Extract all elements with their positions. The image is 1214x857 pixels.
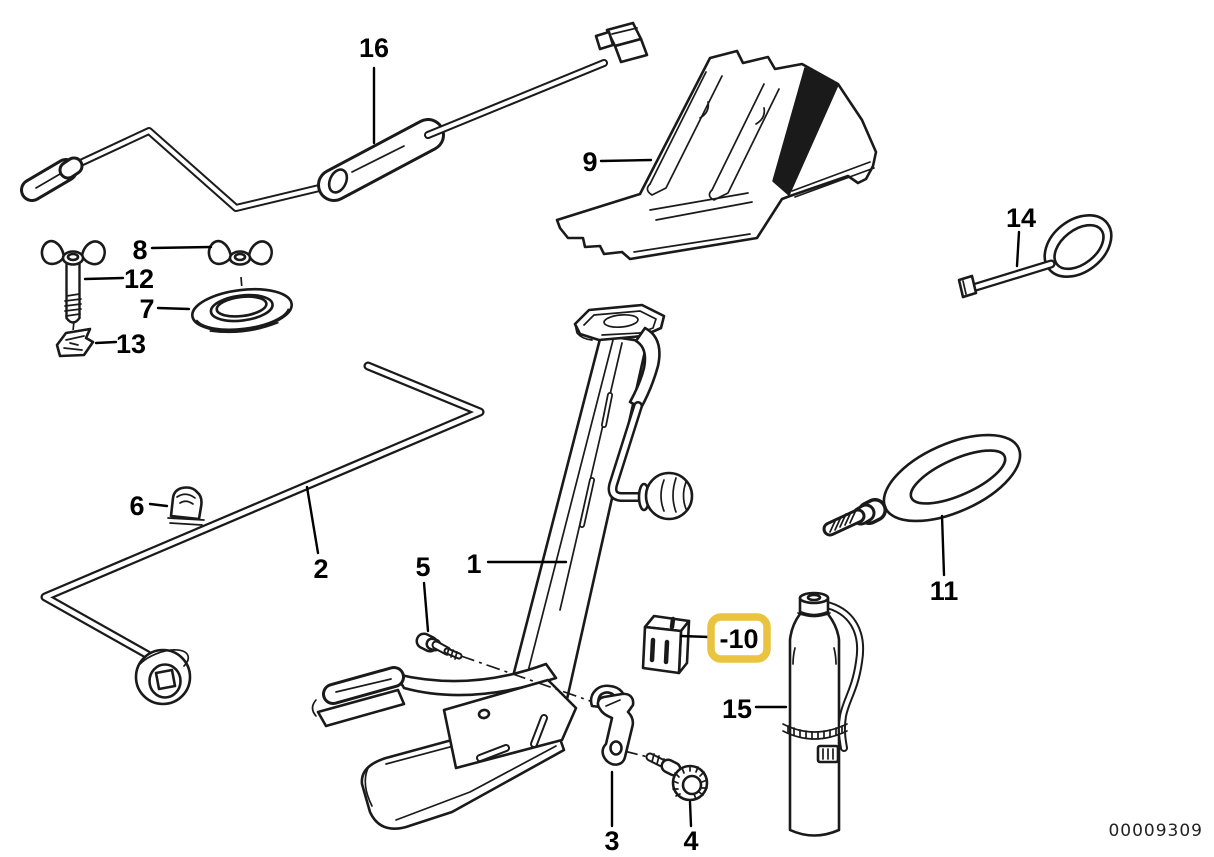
leader-6 [148,502,169,508]
part-3-hook-bracket [589,684,635,766]
callout-leaders [83,66,1021,828]
part-4-knurled-screw [645,752,709,802]
part-1-jack [311,303,694,830]
part-16-crank-handle [20,21,649,212]
callout-2[interactable]: 2 [313,554,328,584]
callout-10[interactable]: -10 [719,624,758,654]
callout-labels: 16 9 14 8 12 7 13 6 2 5 1 11 15 3 4 [116,33,1036,856]
callout-11[interactable]: 11 [930,576,959,606]
part-6-clamp-clip [167,486,205,526]
callout-15[interactable]: 15 [722,694,752,724]
leader-4 [688,800,693,828]
leader-9 [599,158,653,163]
part-7-grommet [191,287,293,334]
callout-16[interactable]: 16 [359,33,389,63]
callout-1[interactable]: 1 [466,549,481,579]
part-14-loop-tool [957,214,1113,299]
part-8-wing-nut [207,239,273,315]
part-12-wing-bolt [40,239,106,332]
assembly-axis-3-to-4 [623,750,649,758]
part-10-mount-box [641,614,691,675]
part-13-retaining-clip [55,327,95,358]
leader-2 [305,485,320,555]
leader-7 [156,306,191,311]
highlight-box-part-10[interactable] [707,613,771,663]
callout-4[interactable]: 4 [683,826,698,856]
callout-8[interactable]: 8 [132,235,147,265]
leader-5 [422,581,430,633]
leader-11 [940,514,946,577]
assembly-axis-5-to-3 [460,655,597,704]
callout-12[interactable]: 12 [124,264,154,294]
part-15-sealant-bottle [782,591,864,837]
callout-13[interactable]: 13 [116,329,146,359]
callout-5[interactable]: 5 [415,552,430,582]
leader-13 [94,340,118,345]
part-2-lug-wrench [40,361,485,706]
callout-7[interactable]: 7 [139,294,154,324]
leader-8 [150,245,213,250]
callout-9[interactable]: 9 [582,147,597,177]
part-11-tow-hook [822,433,1022,537]
part-5-bolt [415,632,463,660]
leader-10 [679,634,711,639]
doc-number: 00009309 [1108,821,1203,841]
callout-6[interactable]: 6 [129,491,144,521]
leader-14 [1015,230,1021,268]
part-9-wheel-chock [555,49,878,261]
leader-12 [83,276,125,281]
callout-3[interactable]: 3 [604,826,619,856]
callout-14[interactable]: 14 [1006,203,1036,233]
